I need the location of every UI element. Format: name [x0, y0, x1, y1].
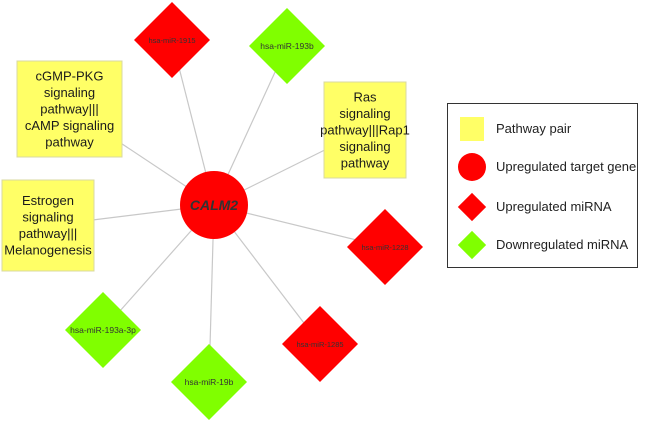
- red-diamond-icon: [347, 209, 423, 285]
- pathway-label-line: pathway|||: [19, 226, 78, 241]
- legend-label-pathway-pair: Pathway pair: [496, 121, 572, 136]
- pathway-label-line: pathway: [341, 155, 390, 170]
- green-diamond-icon: [249, 8, 325, 84]
- mirna-label: hsa-miR-19b: [185, 377, 234, 387]
- pathway-label-line: Estrogen: [22, 193, 74, 208]
- green-diamond-icon: [65, 292, 141, 368]
- mirna-node-mir-193b: hsa-miR-193b: [249, 8, 325, 84]
- mirna-label: hsa-miR-1915: [148, 36, 195, 45]
- center-gene-node: CALM2: [180, 171, 248, 239]
- legend: Pathway pair Upregulated target gene Upr…: [447, 103, 638, 268]
- pathway-label-line: signaling: [44, 85, 95, 100]
- green-diamond-icon: [457, 230, 487, 260]
- pathway-label-line: cGMP-PKG: [36, 68, 104, 83]
- legend-item-downregulated-mirna: Downregulated miRNA: [448, 230, 639, 260]
- mirna-node-mir-193a-3p: hsa-miR-193a-3p: [65, 292, 141, 368]
- pathway-label-line: pathway|||Rap1: [320, 122, 410, 137]
- pathway-label-line: pathway|||: [40, 101, 99, 116]
- legend-label-downregulated-mirna: Downregulated miRNA: [496, 237, 629, 252]
- pathway-label-line: signaling: [22, 210, 73, 225]
- mirna-label: hsa-miR-1285: [296, 340, 343, 349]
- red-circle-icon: [458, 153, 486, 181]
- pathway-label-line: signaling: [339, 106, 390, 121]
- pathway-label-line: pathway: [45, 134, 94, 149]
- mirna-node-mir-bottom-red: hsa-miR-1285: [282, 306, 358, 382]
- mirna-node-mir-19b: hsa-miR-19b: [171, 344, 247, 420]
- legend-item-upregulated-target-gene: Upregulated target gene: [448, 152, 639, 182]
- pathway-label-line: cAMP signaling: [25, 118, 114, 133]
- legend-label-upregulated-mirna: Upregulated miRNA: [496, 199, 612, 214]
- pathway-box: [16, 60, 123, 158]
- red-diamond-icon: [457, 192, 487, 222]
- pathway-label-line: Ras: [353, 89, 377, 104]
- pathway-box: [323, 81, 407, 179]
- mirna-label: hsa-miR-193a-3p: [70, 325, 136, 335]
- legend-label-upregulated-target-gene: Upregulated target gene: [496, 159, 637, 174]
- red-diamond-icon: [282, 306, 358, 382]
- pathway-label-line: Melanogenesis: [4, 243, 92, 258]
- center-gene-label: CALM2: [190, 197, 238, 213]
- mirna-node-mir-right-red: hsa-miR-1228: [347, 209, 423, 285]
- pathway-box: [1, 179, 95, 272]
- legend-item-upregulated-mirna: Upregulated miRNA: [448, 192, 639, 222]
- mirna-label: hsa-miR-193b: [260, 41, 314, 51]
- pathway-pair-swatch-icon: [460, 117, 484, 141]
- pathway-node-pw-ras: Rassignalingpathway|||Rap1signalingpathw…: [320, 81, 410, 179]
- network-nodes: hsa-miR-1915hsa-miR-193bRassignalingpath…: [1, 2, 423, 420]
- mirna-node-mir-top-red: hsa-miR-1915: [134, 2, 210, 78]
- legend-item-pathway-pair: Pathway pair: [448, 114, 639, 144]
- red-diamond-icon: [134, 2, 210, 78]
- green-diamond-icon: [171, 344, 247, 420]
- pathway-label-line: signaling: [339, 139, 390, 154]
- red-circle-icon: [180, 171, 248, 239]
- mirna-label: hsa-miR-1228: [361, 243, 408, 252]
